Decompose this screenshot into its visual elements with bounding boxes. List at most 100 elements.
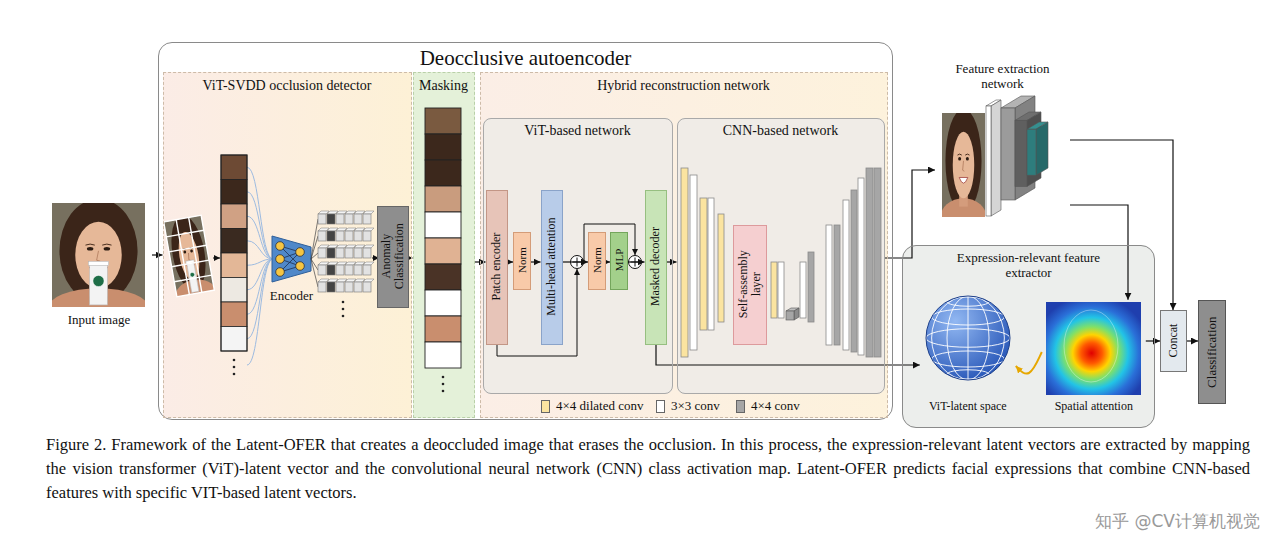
node-label: Anomaly Classification bbox=[379, 211, 405, 303]
flow-arrow bbox=[628, 261, 645, 262]
feature-extractor: Feature extraction network bbox=[935, 62, 1070, 222]
figure-shape bbox=[834, 225, 840, 345]
layer-box: Norm bbox=[513, 232, 531, 290]
figure-shape bbox=[276, 242, 285, 251]
legend-item: 4×4 conv bbox=[736, 399, 800, 414]
figure-shape bbox=[953, 132, 975, 199]
node-label: Norm bbox=[591, 248, 603, 274]
flow-arrow bbox=[1016, 352, 1042, 374]
figure-shape bbox=[497, 269, 577, 356]
figure-shape bbox=[342, 308, 345, 311]
legend-label: 4×4 conv bbox=[751, 399, 800, 414]
figure-shape bbox=[158, 42, 893, 420]
figure-shape bbox=[311, 236, 318, 259]
figure-shape bbox=[363, 248, 371, 258]
figure-shape bbox=[276, 268, 285, 277]
figure-shape bbox=[233, 366, 236, 369]
node-label: Concat bbox=[1167, 324, 1180, 358]
figure-shape bbox=[959, 177, 968, 183]
node-label: ViT-SVDD occlusion detector bbox=[203, 78, 372, 94]
figure-shape bbox=[318, 265, 326, 275]
legend-item: 3×3 conv bbox=[656, 399, 720, 414]
node-label: Patch encoder bbox=[490, 233, 503, 301]
figure-shape bbox=[442, 390, 445, 393]
figure-shape bbox=[354, 282, 362, 292]
masked-patches bbox=[425, 108, 461, 392]
attention-heatmap bbox=[1046, 302, 1141, 395]
figure-shape bbox=[221, 302, 247, 327]
node-label: Feature extraction network bbox=[940, 62, 1065, 92]
figure-shape bbox=[221, 278, 247, 303]
figure-shape bbox=[174, 275, 211, 282]
figure-shape bbox=[327, 248, 335, 258]
figure-shape bbox=[311, 259, 318, 287]
figure-shape bbox=[188, 253, 191, 261]
figure-shape bbox=[363, 279, 374, 282]
subnetwork-panel: CNN-based networkSelf-assembly layer bbox=[677, 118, 885, 394]
layer-box: Multi-head attention bbox=[541, 190, 563, 345]
figure-shape bbox=[363, 262, 374, 265]
figure-shape bbox=[480, 72, 888, 418]
figure-shape bbox=[190, 249, 193, 252]
figure-shape bbox=[102, 244, 111, 245]
figure-shape bbox=[1064, 310, 1118, 382]
figure-shape bbox=[425, 160, 461, 186]
node-label: Multi-head attention bbox=[545, 218, 558, 316]
residual-path bbox=[497, 224, 642, 356]
figure-shape bbox=[318, 231, 326, 241]
figure-shape bbox=[97, 251, 101, 261]
node-label: ViT-based network bbox=[524, 123, 630, 139]
figure-shape bbox=[345, 282, 353, 292]
figure-shape bbox=[425, 290, 461, 316]
figure-shape bbox=[363, 214, 371, 224]
figure-shape bbox=[965, 154, 969, 155]
figure-shape bbox=[858, 178, 864, 355]
layer-box: Patch encoder bbox=[486, 190, 508, 345]
figure-shape bbox=[1015, 120, 1027, 186]
figure-shape bbox=[296, 262, 305, 271]
patch-grid bbox=[161, 212, 219, 314]
figure-shape bbox=[336, 282, 344, 292]
masking-panel: Masking bbox=[413, 72, 475, 418]
figure-shape bbox=[75, 222, 122, 289]
legend-label: 4×4 dilated conv bbox=[556, 399, 643, 414]
figure-shape bbox=[345, 231, 353, 241]
figure-shape bbox=[1015, 96, 1035, 200]
figure-shape bbox=[336, 265, 344, 275]
figure-shape bbox=[221, 155, 247, 351]
figure-shape bbox=[413, 72, 475, 418]
flow-arrow bbox=[667, 261, 677, 262]
node-label: Self-assembly layer bbox=[736, 245, 762, 325]
flow-arrow bbox=[563, 261, 589, 262]
figure-shape bbox=[963, 161, 965, 171]
node-label: Masked decoder bbox=[649, 228, 662, 307]
figure-shape bbox=[874, 168, 881, 357]
figure-shape bbox=[986, 106, 991, 216]
figure-shape bbox=[425, 108, 461, 134]
face-photo bbox=[52, 203, 145, 307]
figure-shape bbox=[247, 192, 273, 259]
figure-shape bbox=[926, 296, 1010, 380]
figure-shape bbox=[425, 264, 461, 290]
latent-sphere bbox=[926, 296, 1010, 380]
subnetwork-panel: ViT-based networkPatch encoder Norm Multi-… bbox=[483, 118, 673, 394]
figure-shape bbox=[363, 265, 371, 275]
figure-shape bbox=[336, 231, 344, 241]
figure-shape bbox=[247, 167, 273, 259]
encoder-symbol bbox=[272, 236, 311, 282]
figure-shape bbox=[425, 316, 461, 342]
figure-shape bbox=[88, 261, 108, 265]
figure-shape bbox=[172, 260, 209, 267]
legend-swatch bbox=[736, 400, 745, 413]
panel-fill bbox=[158, 42, 1155, 428]
node-label: Expression-relevant feature extractor bbox=[936, 251, 1121, 281]
figure-shape bbox=[164, 215, 215, 296]
figure-caption: Figure 2. Framework of the Latent-OFER t… bbox=[46, 433, 1250, 505]
figure-shape bbox=[786, 311, 794, 320]
input-image: Input image bbox=[46, 200, 152, 330]
figure-shape bbox=[345, 248, 353, 258]
figure-shape bbox=[902, 245, 1155, 428]
figure-shape bbox=[966, 157, 969, 161]
figure-shape bbox=[345, 265, 353, 275]
figure-shape bbox=[991, 100, 1001, 216]
